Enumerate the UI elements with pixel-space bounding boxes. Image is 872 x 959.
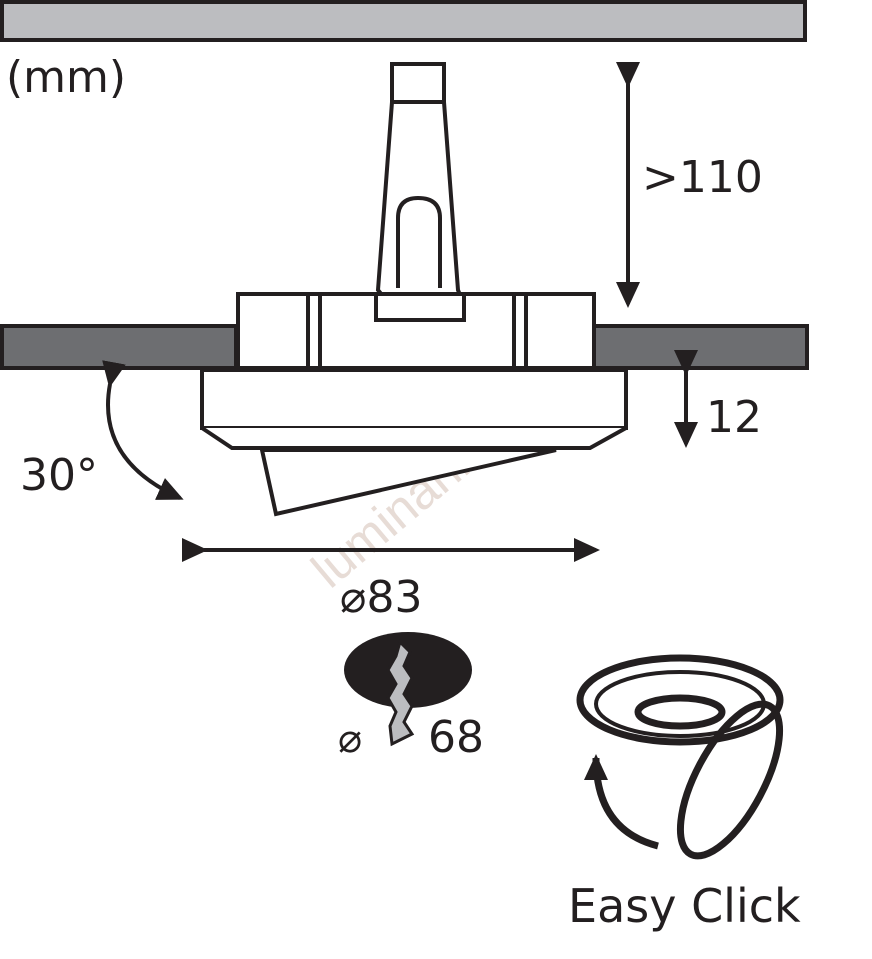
- ceiling-panel-left: [0, 324, 238, 370]
- cutout-diameter-symbol: ⌀: [338, 716, 362, 762]
- height-clearance-label: >110: [642, 152, 763, 203]
- cutout-diameter-label: 68: [428, 712, 484, 763]
- easy-click-label: Easy Click: [568, 879, 801, 933]
- ceiling-panel-right: [592, 324, 809, 370]
- units-label: (mm): [6, 52, 126, 103]
- housing-body: [236, 292, 596, 370]
- outer-diameter-label: ⌀83: [340, 572, 422, 623]
- trim-ring: [200, 368, 628, 450]
- tilt-angle-arrow: [102, 360, 184, 500]
- easy-click-icon: [576, 654, 784, 860]
- spring-clip: [374, 62, 466, 322]
- tilted-lamp-head: [259, 448, 557, 517]
- tilt-angle-label: 30°: [20, 450, 98, 501]
- cutout-symbol: [344, 632, 472, 747]
- upper-ceiling-bar: [0, 0, 807, 42]
- visible-height-label: 12: [706, 392, 762, 443]
